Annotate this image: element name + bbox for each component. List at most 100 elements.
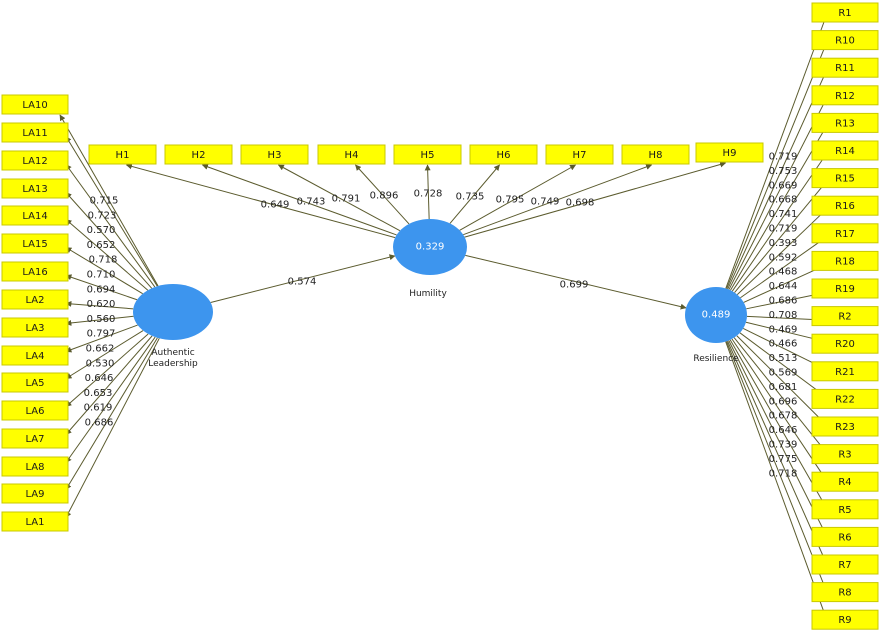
indicator-la14-label: LA14 [22,211,47,222]
indicator-r5[interactable]: R5 [811,499,879,520]
indicator-la10[interactable]: LA10 [1,94,69,115]
indicator-h9-box [695,142,764,163]
indicator-r21[interactable]: R21 [811,361,879,382]
indicator-r11[interactable]: R11 [811,57,879,78]
indicator-h4[interactable]: H4 [317,144,386,165]
indicator-la12-label: LA12 [22,156,47,167]
indicator-h7[interactable]: H7 [545,144,614,165]
indicator-r22[interactable]: R22 [811,388,879,409]
indicator-la2-label: LA2 [25,295,44,306]
indicator-r3-box [811,444,879,465]
indicator-h6[interactable]: H6 [469,144,538,165]
loading-label-r2: 0.708 [769,310,798,321]
indicator-r18[interactable]: R18 [811,250,879,271]
indicator-la4[interactable]: LA4 [1,345,69,366]
loading-edge-r12 [728,98,827,290]
indicator-r5-box [811,499,879,520]
indicator-la2-box [1,289,69,310]
indicator-r8[interactable]: R8 [811,582,879,603]
indicator-la9-box [1,483,69,504]
indicator-h9[interactable]: H9 [695,142,764,163]
indicator-la14[interactable]: LA14 [1,205,69,226]
indicator-r8-box [811,582,879,603]
indicator-r6[interactable]: R6 [811,526,879,547]
indicator-la6-box [1,400,69,421]
loading-label-la6: 0.530 [86,358,115,369]
loading-edge-r13 [730,126,827,291]
loading-label-la3: 0.560 [87,314,116,325]
indicator-la8[interactable]: LA8 [1,456,69,477]
loading-edge-r8 [726,341,827,591]
indicator-r16[interactable]: R16 [811,195,879,216]
indicator-la3[interactable]: LA3 [1,317,69,338]
indicator-la7[interactable]: LA7 [1,428,69,449]
loading-edge-la13 [65,192,153,289]
indicator-r21-label: R21 [835,367,855,378]
indicator-r4[interactable]: R4 [811,471,879,492]
loading-label-la14: 0.718 [89,255,118,266]
indicator-la8-label: LA8 [25,462,44,473]
loading-label-r21: 0.466 [769,339,798,350]
indicator-h2-label: H2 [192,150,206,161]
indicator-la5[interactable]: LA5 [1,372,69,393]
indicator-la3-label: LA3 [25,323,44,334]
indicator-r2[interactable]: R2 [811,306,879,327]
indicator-h1[interactable]: H1 [88,144,157,165]
loading-label-r7: 0.739 [769,440,798,451]
loading-edge-r15 [734,181,827,293]
indicator-la2[interactable]: LA2 [1,289,69,310]
loading-label-r14: 0.719 [769,224,798,235]
indicator-la11[interactable]: LA11 [1,122,69,143]
indicator-r6-label: R6 [838,532,851,543]
indicator-r20[interactable]: R20 [811,333,879,354]
indicator-la9[interactable]: LA9 [1,483,69,504]
loading-edge-r6 [728,340,827,536]
indicator-la3-box [1,317,69,338]
indicator-h5-label: H5 [421,150,435,161]
indicator-r14[interactable]: R14 [811,140,879,161]
indicator-r3[interactable]: R3 [811,444,879,465]
indicator-la6[interactable]: LA6 [1,400,69,421]
loading-label-r11: 0.669 [769,180,798,191]
indicator-la1[interactable]: LA1 [1,511,69,532]
indicator-r9[interactable]: R9 [811,609,879,630]
indicator-la15[interactable]: LA15 [1,233,69,254]
indicator-r10[interactable]: R10 [811,30,879,51]
indicator-r5-label: R5 [838,505,851,516]
indicator-r17[interactable]: R17 [811,223,879,244]
indicator-r19-label: R19 [835,284,855,295]
indicator-la8-box [1,456,69,477]
indicator-r4-label: R4 [838,477,851,488]
indicator-h8[interactable]: H8 [621,144,690,165]
indicator-h3[interactable]: H3 [240,144,309,165]
indicator-la12[interactable]: LA12 [1,150,69,171]
loading-label-la4: 0.797 [87,329,116,340]
indicator-h2-box [164,144,233,165]
indicator-r7[interactable]: R7 [811,554,879,575]
indicator-r18-box [811,250,879,271]
indicator-la16[interactable]: LA16 [1,261,69,282]
indicator-h2[interactable]: H2 [164,144,233,165]
loading-edge-r4 [731,338,827,481]
indicator-la4-box [1,345,69,366]
loading-edge-h5 [424,164,431,220]
indicator-la13[interactable]: LA13 [1,178,69,199]
loading-edge-r7 [727,340,827,564]
indicator-r19[interactable]: R19 [811,278,879,299]
indicator-r15[interactable]: R15 [811,168,879,189]
loading-edge-r9 [725,341,827,619]
loading-label-la2: 0.620 [87,299,116,310]
indicator-r13[interactable]: R13 [811,112,879,133]
indicator-h5[interactable]: H5 [393,144,462,165]
indicator-r3-label: R3 [838,450,851,461]
indicator-h6-box [469,144,538,165]
indicator-r9-label: R9 [838,615,851,626]
indicator-r1[interactable]: R1 [811,2,879,23]
indicator-r12[interactable]: R12 [811,85,879,106]
construct-la-label-line-1: Authentic [151,348,194,358]
indicator-r23[interactable]: R23 [811,416,879,437]
